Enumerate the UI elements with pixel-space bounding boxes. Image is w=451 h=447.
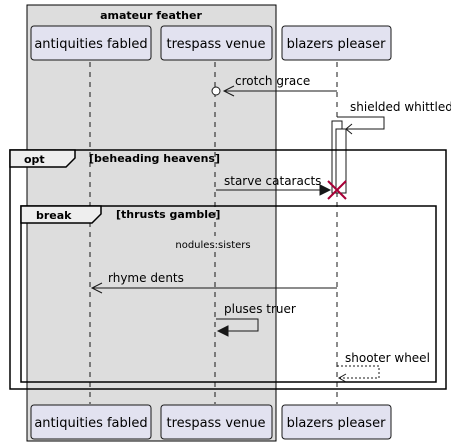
destroy-marker (327, 180, 347, 200)
svg-text:opt: opt (24, 153, 45, 166)
delay-label: nodules:sisters (175, 240, 250, 251)
participant-trespass-top[interactable]: trespass venue (160, 25, 273, 61)
message-pluses-truer: pluses truer (216, 302, 296, 337)
svg-text:starve cataracts: starve cataracts (224, 174, 321, 188)
participant-blazers-label: blazers pleaser (287, 37, 387, 52)
svg-text:[thrusts gamble]: [thrusts gamble] (116, 208, 220, 221)
participant-antiquities-label: antiquities fabled (34, 37, 147, 52)
message-crotch-grace: crotch grace (211, 74, 337, 97)
participant-trespass-label: trespass venue (167, 416, 266, 431)
svg-text:break: break (36, 209, 72, 222)
svg-text:shielded whittled: shielded whittled (350, 100, 451, 114)
fragment-break: break [thrusts gamble] (20, 205, 437, 383)
participant-blazers-top[interactable]: blazers pleaser (281, 25, 392, 61)
participant-blazers-label: blazers pleaser (287, 416, 387, 431)
participant-trespass-label: trespass venue (167, 37, 266, 52)
svg-text:[beheading heavens]: [beheading heavens] (89, 152, 220, 165)
svg-text:shooter wheel: shooter wheel (345, 351, 430, 365)
message-shooter-wheel: shooter wheel (337, 351, 430, 383)
participant-blazers-bottom[interactable]: blazers pleaser (281, 404, 392, 440)
delay-label-background (170, 236, 262, 252)
participant-antiquities-bottom[interactable]: antiquities fabled (30, 404, 152, 440)
svg-text:pluses truer: pluses truer (224, 302, 296, 316)
fragment-opt: opt [beheading heavens] (9, 149, 447, 390)
svg-text:crotch grace: crotch grace (235, 74, 310, 88)
participant-trespass-bottom[interactable]: trespass venue (160, 404, 273, 440)
participant-antiquities-top[interactable]: antiquities fabled (30, 25, 152, 61)
message-starve-cataracts: starve cataracts (216, 174, 332, 196)
participant-antiquities-label: antiquities fabled (34, 416, 147, 431)
group-title: amateur feather (100, 9, 202, 22)
message-rhyme-dents: rhyme dents (90, 271, 337, 294)
svg-text:rhyme dents: rhyme dents (108, 271, 184, 285)
message-shielded-whittled: shielded whittled (337, 100, 451, 135)
